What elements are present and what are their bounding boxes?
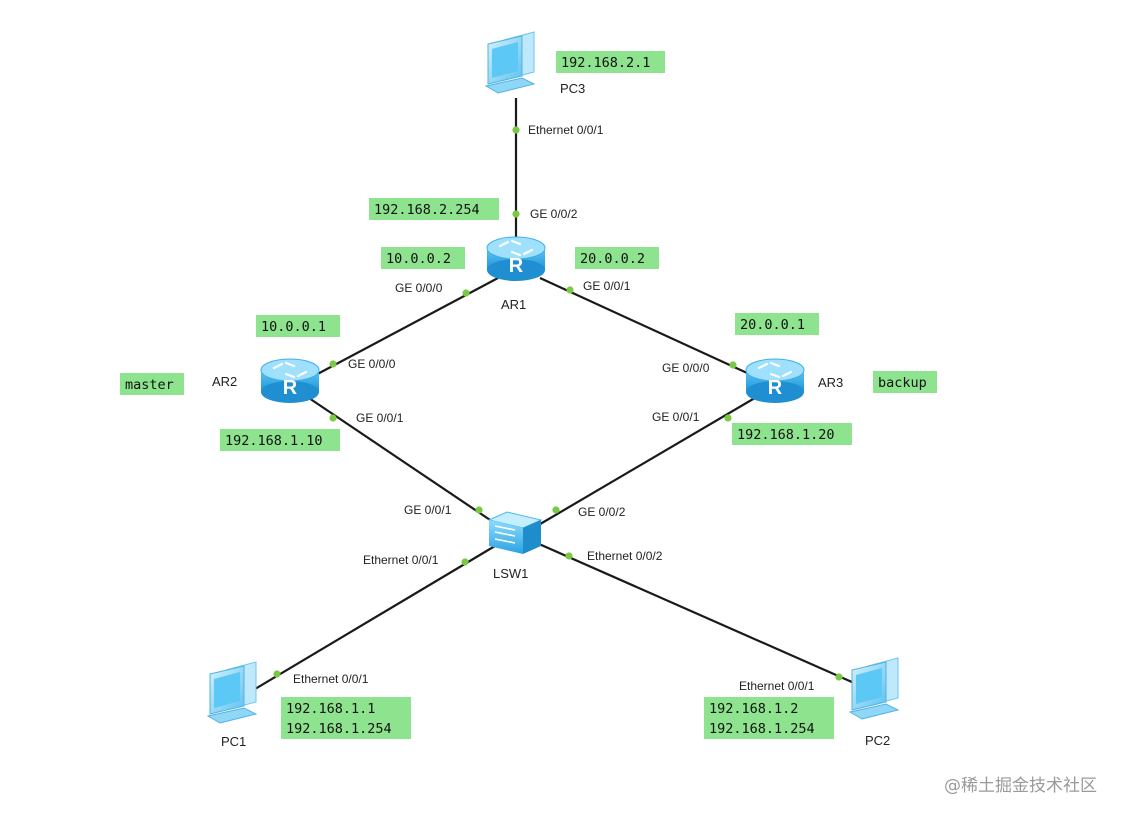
router-icon <box>744 357 806 405</box>
link-lsw1-pc2[interactable] <box>529 538 871 692</box>
port-label: Ethernet 0/0/1 <box>363 553 439 567</box>
port-label: GE 0/0/2 <box>530 207 578 221</box>
device-ar2[interactable]: AR2 <box>212 357 321 405</box>
port-dot <box>329 360 337 368</box>
svg-text:192.168.2.254: 192.168.2.254 <box>374 202 480 218</box>
port-label: GE 0/0/2 <box>578 505 626 519</box>
port-label: GE 0/0/1 <box>404 503 452 517</box>
port-label: GE 0/0/1 <box>652 410 700 424</box>
port-dot <box>552 506 560 514</box>
port-dot <box>512 126 520 134</box>
port-dot <box>512 210 520 218</box>
port-dot <box>724 414 732 422</box>
svg-text:192.168.2.1: 192.168.2.1 <box>561 55 650 71</box>
device-label: LSW1 <box>493 566 528 581</box>
ip-tag: 10.0.0.2 <box>381 247 465 269</box>
port-label: Ethernet 0/0/1 <box>528 123 604 137</box>
ip-tag: 192.168.2.1 <box>556 51 665 73</box>
port-dot <box>273 670 281 678</box>
port-dot <box>566 286 574 294</box>
port-label: GE 0/0/1 <box>583 279 631 293</box>
device-label: PC3 <box>560 81 585 96</box>
svg-text:20.0.0.1: 20.0.0.1 <box>740 317 805 333</box>
pc-icon <box>849 657 899 720</box>
ip-tag: 20.0.0.2 <box>575 247 659 269</box>
port-dot <box>835 673 843 681</box>
device-label: PC1 <box>221 734 246 749</box>
svg-text:backup: backup <box>878 375 927 391</box>
port-label: Ethernet 0/0/1 <box>293 672 369 686</box>
device-ar3[interactable]: AR3 <box>744 357 843 405</box>
ip-tag: 192.168.1.10 <box>220 429 340 451</box>
ip-tag-pc1: 192.168.1.1 192.168.1.254 <box>281 697 411 739</box>
device-pc1[interactable]: PC1 <box>207 661 257 749</box>
role-tag-master: master <box>120 373 184 395</box>
port-dot <box>475 506 483 514</box>
svg-text:master: master <box>125 377 174 393</box>
watermark: @稀土掘金技术社区 <box>944 776 1097 796</box>
ip-tag: 192.168.1.20 <box>732 423 852 445</box>
svg-text:192.168.1.254: 192.168.1.254 <box>286 721 392 737</box>
port-label: GE 0/0/0 <box>395 281 443 295</box>
link-ar1-ar3[interactable] <box>539 277 759 379</box>
port-dot <box>461 558 469 566</box>
port-label: Ethernet 0/0/2 <box>587 549 663 563</box>
port-label: GE 0/0/1 <box>356 411 404 425</box>
device-pc3[interactable]: PC3 <box>485 31 585 96</box>
ip-tag: 10.0.0.1 <box>256 315 340 337</box>
device-pc2[interactable]: PC2 <box>849 657 899 748</box>
svg-text:192.168.1.254: 192.168.1.254 <box>709 721 815 737</box>
ip-tag: 192.168.2.254 <box>369 198 499 220</box>
link-lsw1-pc1[interactable] <box>244 539 506 696</box>
device-label: AR1 <box>501 297 526 312</box>
port-dot <box>565 552 573 560</box>
ip-tags: 192.168.2.1 192.168.2.254 10.0.0.2 20.0.… <box>120 51 937 739</box>
svg-text:10.0.0.1: 10.0.0.1 <box>261 319 326 335</box>
svg-text:192.168.1.2: 192.168.1.2 <box>709 701 798 717</box>
port-dot <box>329 414 337 422</box>
port-label: GE 0/0/0 <box>662 361 710 375</box>
device-label: AR3 <box>818 375 843 390</box>
role-tag-backup: backup <box>873 371 937 393</box>
port-dot <box>462 289 470 297</box>
svg-text:10.0.0.2: 10.0.0.2 <box>386 251 451 267</box>
device-label: AR2 <box>212 374 237 389</box>
port-dots <box>273 126 843 681</box>
port-dot <box>729 361 737 369</box>
ip-tag-pc2: 192.168.1.2 192.168.1.254 <box>704 697 834 739</box>
pc-icon <box>485 31 535 94</box>
device-ar1[interactable]: AR1 <box>485 235 547 312</box>
svg-text:192.168.1.10: 192.168.1.10 <box>225 433 323 449</box>
port-label: GE 0/0/0 <box>348 357 396 371</box>
router-icon <box>485 235 547 283</box>
pc-icon <box>207 661 257 724</box>
port-labels: Ethernet 0/0/1 GE 0/0/2 GE 0/0/0 GE 0/0/… <box>293 123 815 693</box>
link-ar3-lsw1[interactable] <box>529 391 766 531</box>
device-lsw1[interactable]: LSW1 <box>488 511 542 581</box>
svg-text:192.168.1.1: 192.168.1.1 <box>286 701 375 717</box>
device-label: PC2 <box>865 733 890 748</box>
svg-text:192.168.1.20: 192.168.1.20 <box>737 427 835 443</box>
router-icon <box>259 357 321 405</box>
ip-tag: 20.0.0.1 <box>735 313 819 335</box>
svg-text:20.0.0.2: 20.0.0.2 <box>580 251 645 267</box>
port-label: Ethernet 0/0/1 <box>739 679 815 693</box>
switch-icon <box>488 511 542 555</box>
